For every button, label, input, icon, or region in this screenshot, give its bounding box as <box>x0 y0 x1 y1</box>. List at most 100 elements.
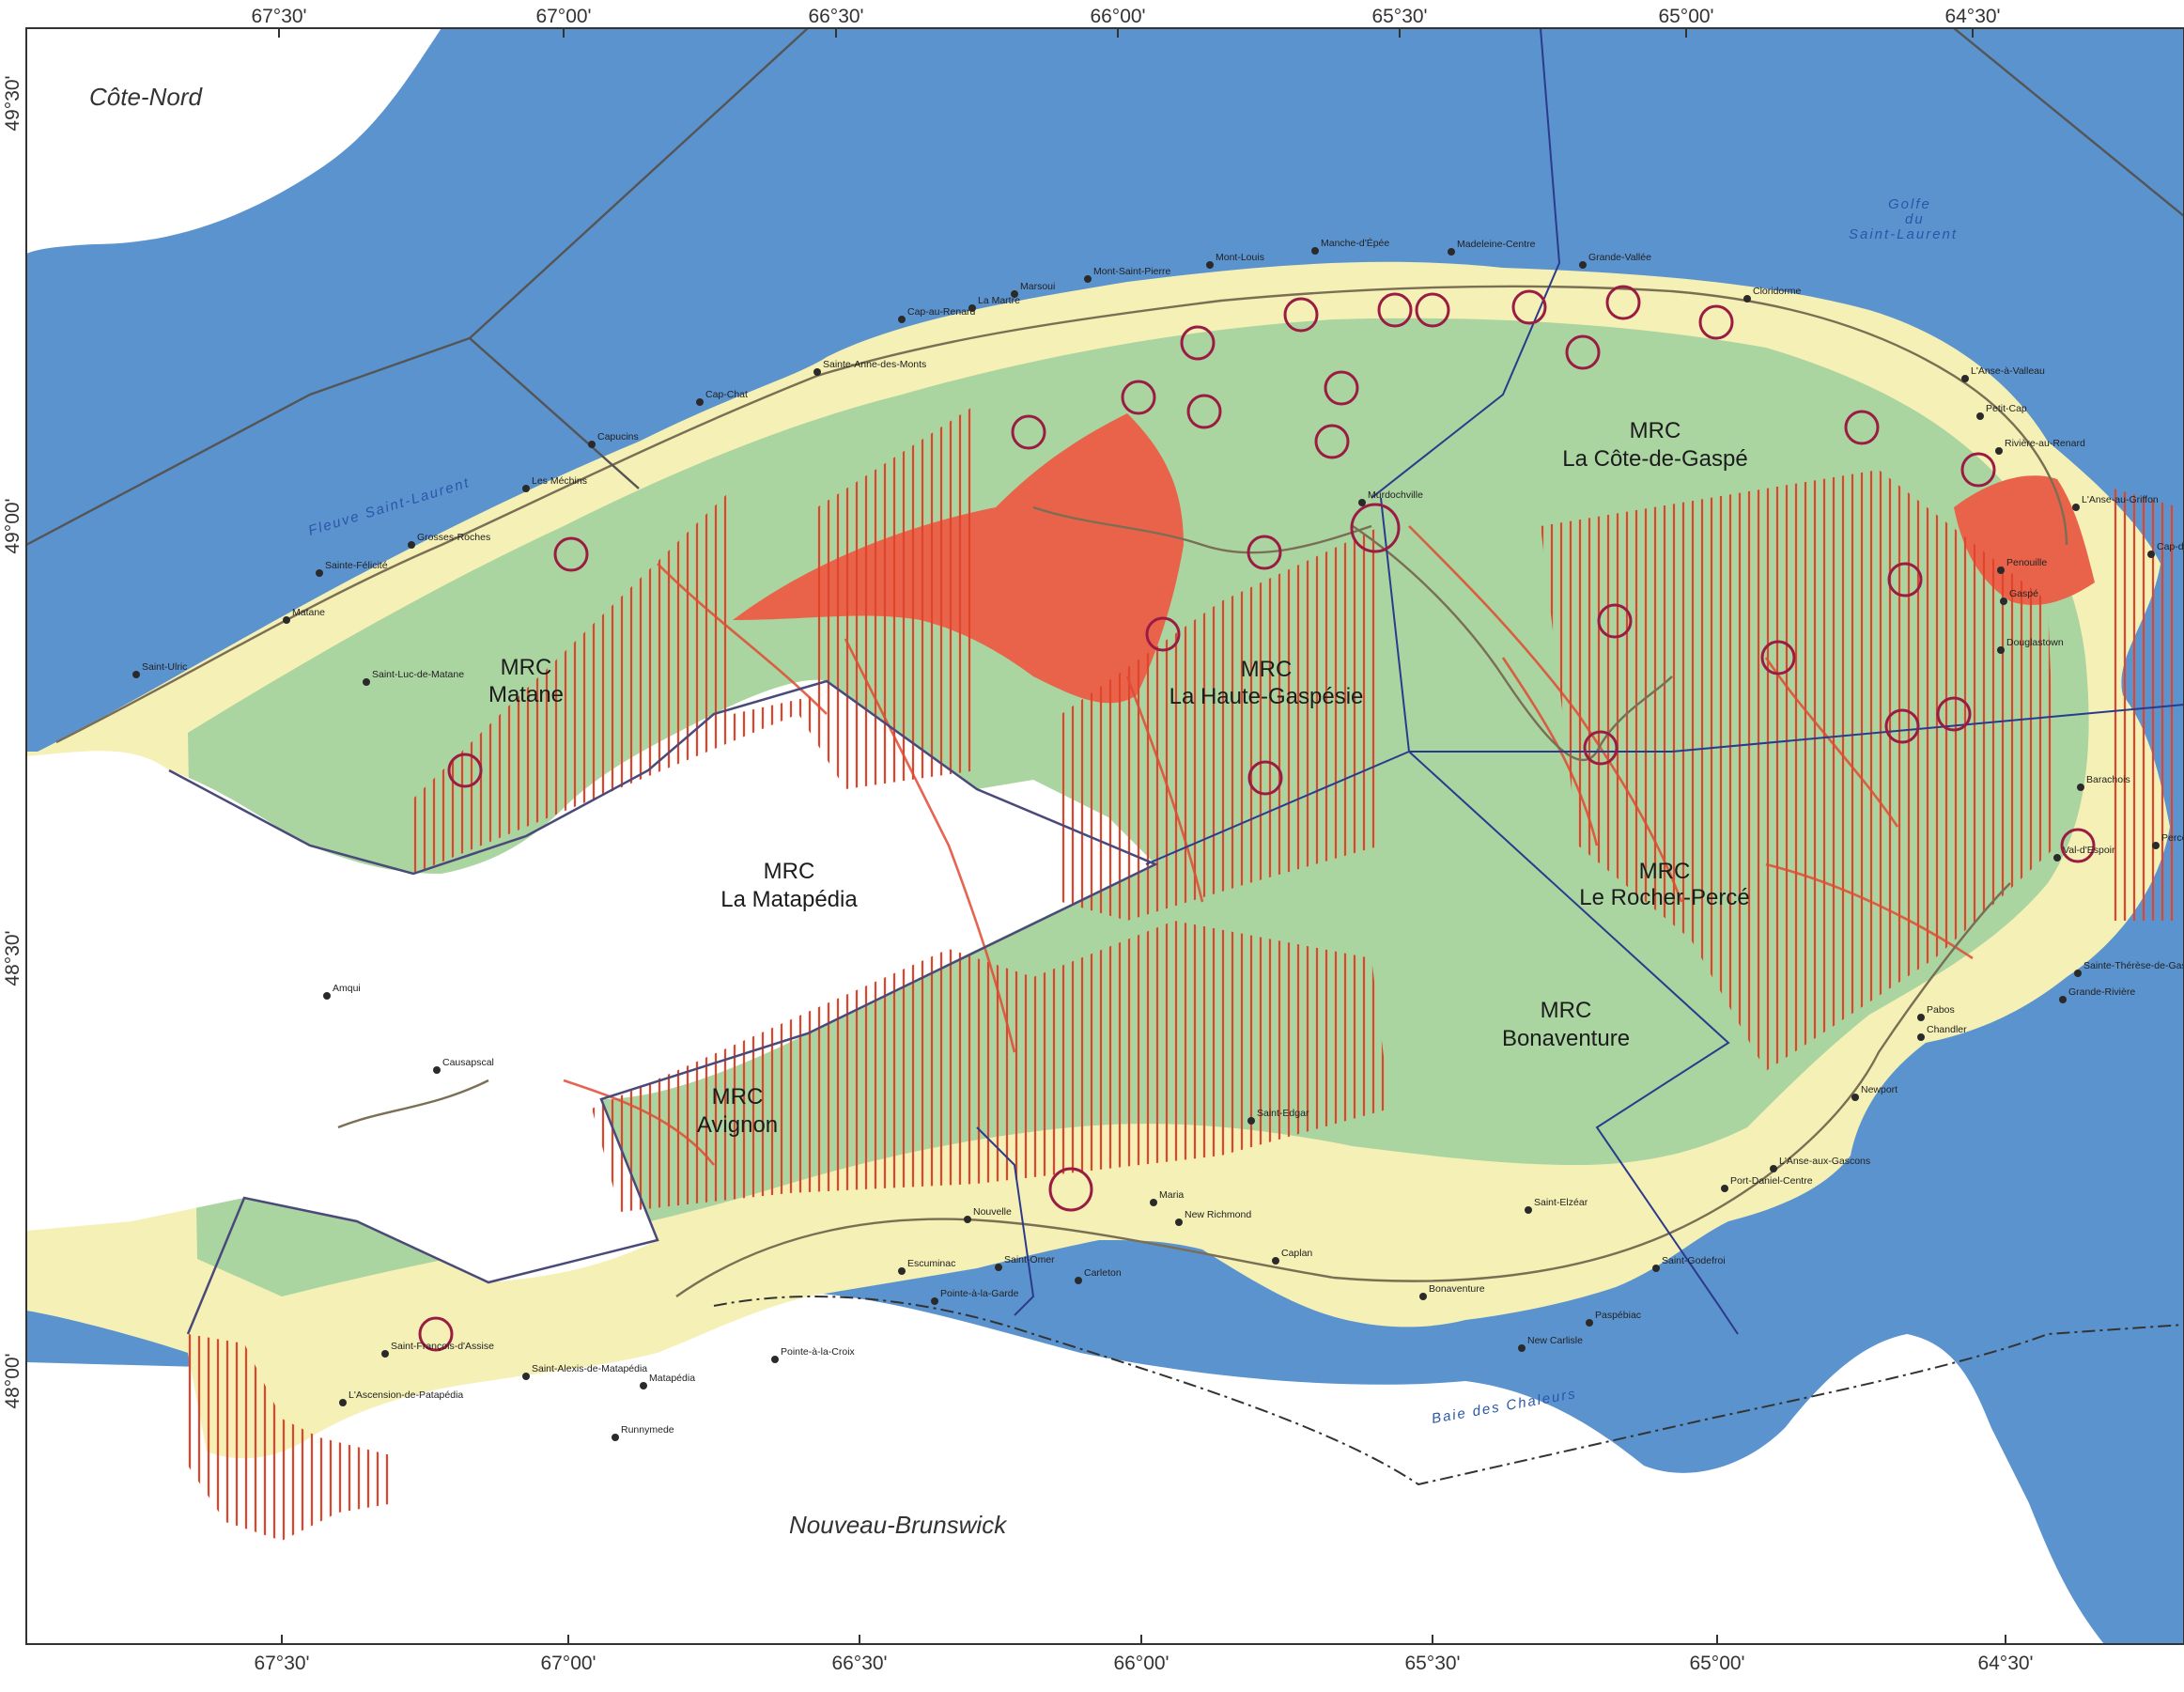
cote-nord-land <box>26 28 441 254</box>
label-mrc-avignon-2: Avignon <box>697 1112 778 1138</box>
town-label: Causapscal <box>442 1057 494 1068</box>
coord-bottom-label: 67°00' <box>540 1653 596 1674</box>
town-point <box>1150 1199 1157 1206</box>
town-point <box>339 1399 347 1406</box>
coord-bottom-label: 67°30' <box>254 1653 309 1674</box>
town-label: Maria <box>1159 1189 1184 1201</box>
hatched-coast-east <box>2114 489 2179 921</box>
town-label: Pointe-à-la-Croix <box>781 1346 856 1358</box>
town-label: Sainte-Anne-des-Monts <box>823 359 926 370</box>
town-label: Saint-François-d'Assise <box>391 1341 494 1352</box>
town-point <box>898 316 906 323</box>
town-label: Matapédia <box>649 1373 695 1384</box>
provincial-border <box>713 1296 2184 1486</box>
town-label: Saint-Luc-de-Matane <box>372 669 464 680</box>
town-label: Matane <box>292 607 325 618</box>
nouveau-brunswick-land <box>26 1291 2104 1644</box>
town-label: New Richmond <box>1185 1209 1251 1220</box>
town-label: Petit-Cap <box>1986 403 2027 414</box>
label-mrc-bonaventure-2: Bonaventure <box>1502 1026 1630 1051</box>
town-label: Sainte-Félicité <box>325 560 388 571</box>
town-point <box>1770 1165 1777 1172</box>
town-point <box>2074 970 2082 977</box>
town-label: Cap-des-Rosiers <box>2157 541 2184 552</box>
town-label: Val-d'Espoir <box>2063 845 2115 856</box>
town-label: Cap-Chat <box>705 389 748 400</box>
town-point <box>2059 996 2067 1003</box>
town-label: Amqui <box>333 983 361 994</box>
coord-top-label: 67°30' <box>251 6 306 27</box>
town-point <box>381 1350 389 1358</box>
label-golfe-3: Saint-Laurent <box>1849 226 1958 242</box>
label-mrc-haute-gaspesie-1: MRC <box>1241 657 1293 682</box>
hatched-zone-east <box>1541 470 2057 1071</box>
town-label: Manche-d'Épée <box>1321 237 1389 249</box>
label-mrc-bonaventure-1: MRC <box>1541 998 1592 1023</box>
town-label: Les Méchins <box>532 475 587 487</box>
coord-bottom-label: 66°00' <box>1113 1653 1169 1674</box>
town-label: L'Anse-aux-Gascons <box>1779 1156 1870 1167</box>
town-point <box>1743 295 1751 303</box>
town-label: Sainte-Thérèse-de-Gaspé <box>2083 960 2184 971</box>
town-point <box>1652 1265 1660 1272</box>
label-nouveau-brunswick: Nouveau-Brunswick <box>789 1511 1008 1539</box>
town-point <box>1976 412 1984 420</box>
town-label: Gaspé <box>2009 588 2038 599</box>
town-point <box>433 1066 441 1074</box>
coord-bottom-label: 65°30' <box>1404 1653 1460 1674</box>
town-label: Grande-Rivière <box>2068 986 2135 998</box>
town-point <box>1206 261 1214 269</box>
coord-top-label: 67°00' <box>535 6 591 27</box>
site-markers <box>418 285 2096 1352</box>
town-label: Pabos <box>1927 1004 1955 1016</box>
coord-left-label: 48°30' <box>2 930 23 986</box>
town-point <box>1997 567 2005 574</box>
town-point <box>1721 1185 1728 1192</box>
mrc-matapedia-area <box>26 679 1155 1282</box>
hatched-zone-restigouche <box>188 1334 395 1541</box>
town-label: Saint-Omer <box>1004 1254 1055 1265</box>
town-point <box>968 304 976 312</box>
town-label: Bonaventure <box>1429 1283 1485 1295</box>
town-label: Caplan <box>1281 1248 1312 1259</box>
town-point <box>522 485 530 492</box>
label-mrc-cote-de-gaspe-1: MRC <box>1630 418 1681 443</box>
town-label: Saint-Edgar <box>1257 1108 1309 1119</box>
hatched-zone-south <box>592 921 1390 1212</box>
town-label: Capucins <box>597 431 639 442</box>
coord-bottom-label: 64°30' <box>1977 1653 2033 1674</box>
town-point <box>1247 1117 1255 1125</box>
label-mrc-cote-de-gaspe-2: La Côte-de-Gaspé <box>1562 446 1747 472</box>
label-mrc-avignon-1: MRC <box>712 1084 764 1110</box>
label-cote-nord: Côte-Nord <box>89 83 203 111</box>
town-point <box>696 398 704 406</box>
label-mrc-matapedia-1: MRC <box>764 859 815 884</box>
town-point <box>1448 248 1455 256</box>
town-label: Carleton <box>1084 1267 1122 1279</box>
coord-left-label: 48°00' <box>2 1353 23 1408</box>
town-point <box>2152 842 2160 849</box>
town-point <box>1995 447 2003 455</box>
town-point <box>898 1267 906 1275</box>
town-label: Saint-Alexis-de-Matapédia <box>532 1363 647 1374</box>
town-label: Saint-Godefroi <box>1662 1255 1726 1266</box>
label-golfe-1: Golfe <box>1888 196 1931 212</box>
town-point <box>316 569 323 577</box>
town-label: Murdochville <box>1368 489 1423 501</box>
town-point <box>1084 275 1092 283</box>
town-point <box>612 1434 619 1441</box>
town-label: L'Anse-à-Valleau <box>1971 365 2045 377</box>
town-label: Cloridorme <box>1753 286 1802 297</box>
town-point <box>1011 290 1018 298</box>
town-label: Marsoui <box>1020 281 1055 292</box>
town-label: Paspébiac <box>1595 1310 1641 1321</box>
hatched-zone-matane <box>413 404 977 874</box>
label-golfe-2: du <box>1905 211 1925 227</box>
town-label: Chandler <box>1927 1024 1967 1035</box>
coord-left-label: 49°00' <box>2 498 23 553</box>
town-point <box>2000 598 2007 605</box>
label-mrc-matapedia-2: La Matapédia <box>720 887 858 912</box>
town-label: Douglastown <box>2006 637 2064 648</box>
town-point <box>1525 1206 1532 1214</box>
